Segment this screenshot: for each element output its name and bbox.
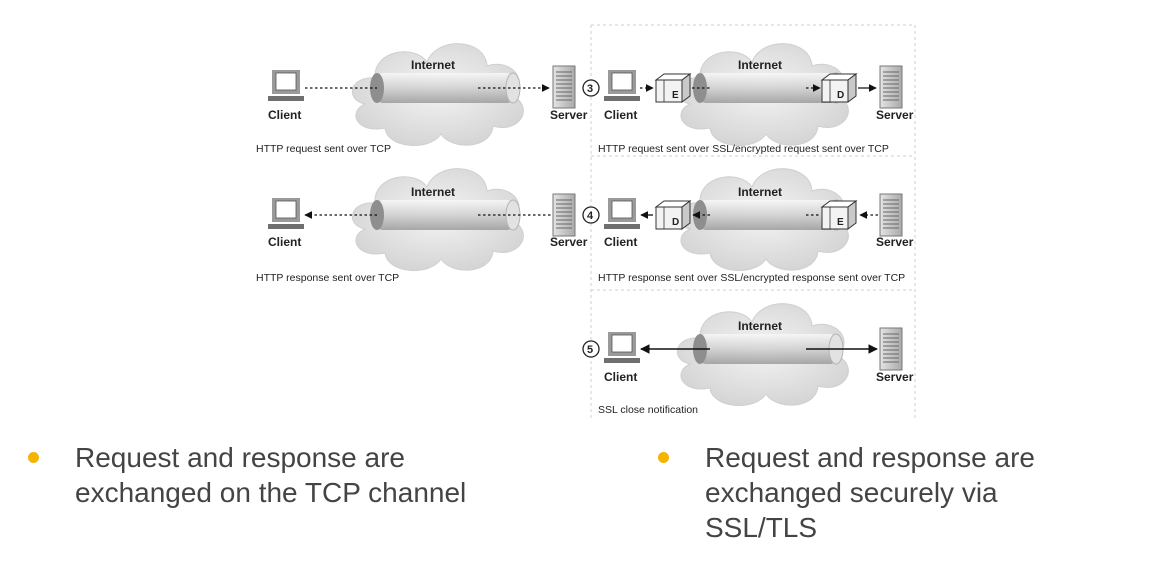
row1-left-server-label: Server xyxy=(550,108,588,122)
step-3-marker xyxy=(582,79,600,97)
bullet-tcp-text: Request and response are exchanged on th… xyxy=(75,440,466,510)
row1-left-server-icon xyxy=(552,65,576,109)
row2-right-pipe xyxy=(692,199,844,231)
bullet-ssl-line2: exchanged securely via xyxy=(705,477,998,508)
step-3-number: 3 xyxy=(587,83,593,95)
row1-right-client-label: Client xyxy=(604,108,637,122)
row2-left-pipe xyxy=(369,199,521,231)
row2-left-server-icon xyxy=(552,193,576,237)
bullet-dot xyxy=(658,452,669,463)
row2-right-client-label: Client xyxy=(604,235,637,249)
bullet-tcp-line2: exchanged on the TCP channel xyxy=(75,477,467,508)
row2-right-caption: HTTP response sent over SSL/encrypted re… xyxy=(598,272,905,284)
row1-left-internet-label: Internet xyxy=(411,58,455,72)
bullet-ssl: Request and response are exchanged secur… xyxy=(658,440,1138,558)
row1-left-caption: HTTP request sent over TCP xyxy=(256,143,391,155)
row2-left-client-icon xyxy=(267,197,305,230)
row1-right-pipe xyxy=(692,72,844,104)
bullet-tcp: Request and response are exchanged on th… xyxy=(28,440,588,550)
bullet-tcp-line1: Request and response are xyxy=(75,442,405,473)
row1-right-server-box-tag: D xyxy=(837,90,844,101)
row1-right-client-box-tag: E xyxy=(672,90,679,101)
row3-right-client-label: Client xyxy=(604,370,637,384)
row3-right-server-label: Server xyxy=(876,370,914,384)
row3-right-server-icon xyxy=(879,327,903,371)
http-vs-https-diagram: Internet Client Server HTTP request sent… xyxy=(256,24,916,420)
step-5-number: 5 xyxy=(587,344,593,356)
row1-right-caption: HTTP request sent over SSL/encrypted req… xyxy=(598,143,889,155)
row2-right-client-icon xyxy=(603,197,641,230)
row1-left-pipe xyxy=(369,72,521,104)
row2-right-internet-label: Internet xyxy=(738,185,782,199)
row1-left-client-icon xyxy=(267,69,305,102)
step-5-marker xyxy=(582,340,600,358)
row2-left-caption: HTTP response sent over TCP xyxy=(256,272,399,284)
row2-right-client-box-tag: D xyxy=(672,217,679,228)
step-4-marker xyxy=(582,206,600,224)
row2-right-server-icon xyxy=(879,193,903,237)
bullet-ssl-text: Request and response are exchanged secur… xyxy=(705,440,1035,545)
row1-right-server-label: Server xyxy=(876,108,914,122)
row1-left-client-label: Client xyxy=(268,108,301,122)
bullet-dot xyxy=(28,452,39,463)
bullet-ssl-line1: Request and response are xyxy=(705,442,1035,473)
row3-right-internet-label: Internet xyxy=(738,319,782,333)
bullet-ssl-line3: SSL/TLS xyxy=(705,512,818,543)
row2-left-server-label: Server xyxy=(550,235,588,249)
row1-right-client-icon xyxy=(603,69,641,102)
row1-right-internet-label: Internet xyxy=(738,58,782,72)
row2-right-server-label: Server xyxy=(876,235,914,249)
step-4-number: 4 xyxy=(587,210,594,222)
row2-left-internet-label: Internet xyxy=(411,185,455,199)
row3-right-client-icon xyxy=(603,331,641,364)
row2-left-client-label: Client xyxy=(268,235,301,249)
row2-right-server-box-tag: E xyxy=(837,217,844,228)
row1-right-server-icon xyxy=(879,65,903,109)
row3-right-caption: SSL close notification xyxy=(598,404,698,416)
